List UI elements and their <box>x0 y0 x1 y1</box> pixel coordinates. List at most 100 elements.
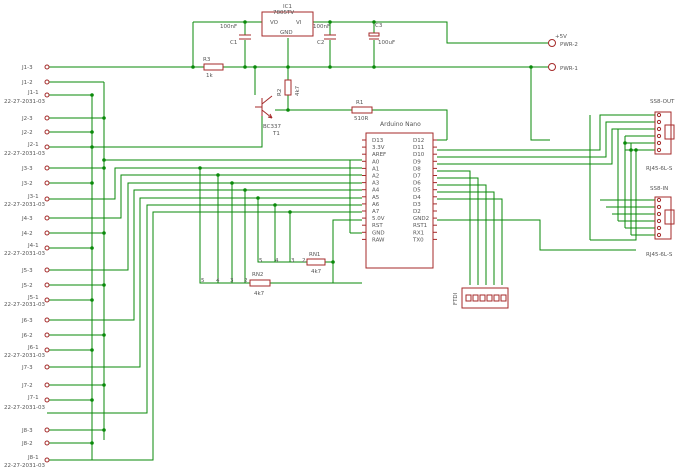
arduino-nano: Arduino Nano D133.3VAREFA0A1A2A3A4A5A6A7… <box>362 121 437 269</box>
arduino-pin-left: A1 <box>372 166 379 172</box>
svg-text:4k7: 4k7 <box>254 291 265 297</box>
capacitor-c3: C3 100uF <box>368 23 395 46</box>
svg-text:J8-2: J8-2 <box>21 441 33 447</box>
arduino-pin-right: GND2 <box>413 216 429 222</box>
arduino-pin-left: AREF <box>372 152 386 158</box>
ftdi-pin <box>500 294 507 302</box>
svg-text:J5-1: J5-1 <box>27 295 39 301</box>
svg-text:5: 5 <box>259 258 263 264</box>
svg-text:J7-1: J7-1 <box>27 395 39 401</box>
connector-j8: J8-3 J8-2 J8-1 22-27-2031-03 <box>4 427 50 469</box>
arduino-pin-left: 3.3V <box>372 145 385 151</box>
arduino-pin-right: RX1 <box>413 230 424 236</box>
svg-text:4: 4 <box>216 278 220 284</box>
svg-text:4k7: 4k7 <box>295 85 301 96</box>
arduino-pin-left: RST <box>372 223 383 229</box>
svg-text:J3-2: J3-2 <box>21 181 33 187</box>
arduino-pin-left: A7 <box>372 209 380 215</box>
rj45-pin <box>656 211 662 217</box>
svg-text:BC337: BC337 <box>263 124 282 130</box>
connector-j7: J7-3 J7-2 J7-1 22-27-2031-03 <box>4 364 50 411</box>
connector-j3: J3-3 J3-2 J3-1 22-27-2031-03 <box>4 165 50 208</box>
svg-text:RJ45-6L-S: RJ45-6L-S <box>646 252 673 258</box>
ftdi-pin <box>493 294 500 302</box>
svg-text:VO: VO <box>270 20 279 26</box>
svg-text:22-27-2031-03: 22-27-2031-03 <box>4 302 45 308</box>
rj45-pin <box>656 204 662 210</box>
rj45-pin <box>656 112 662 118</box>
svg-text:22-27-2031-03: 22-27-2031-03 <box>4 251 45 257</box>
svg-text:RJ45-6L-S: RJ45-6L-S <box>646 166 673 172</box>
rj45-pin <box>656 126 662 132</box>
rj45-out: SS8-OUT RJ45-6L-S <box>646 99 675 172</box>
voltage-regulator-ic1: IC1 7805TV VO VI GND <box>261 4 314 37</box>
rj45-in: SS8-IN RJ45-6L-S <box>646 186 675 258</box>
plus5v-label: +5V <box>555 34 567 40</box>
svg-text:VI: VI <box>296 20 302 26</box>
rj45-pin <box>656 140 662 146</box>
svg-text:22-27-2031-03: 22-27-2031-03 <box>4 405 45 411</box>
rj45-pin <box>656 232 662 238</box>
capacitor-c2: 100nF C2 <box>313 24 336 46</box>
ic1-part: 7805TV <box>273 10 294 16</box>
ftdi-header: FTDI <box>453 287 509 309</box>
arduino-pin-right: D2 <box>413 209 421 215</box>
svg-text:FTDI: FTDI <box>453 292 459 305</box>
resistor-r1: R1 510R <box>351 100 373 122</box>
capacitor-c1: 100nF C1 <box>220 24 251 46</box>
arduino-pin-left: A6 <box>372 202 380 208</box>
arduino-pin-right: D10 <box>413 152 425 158</box>
rj45-pin <box>656 147 662 153</box>
svg-text:SS8-IN: SS8-IN <box>650 186 668 192</box>
svg-text:5: 5 <box>201 278 205 284</box>
arduino-pin-right: D9 <box>413 159 421 165</box>
arduino-pin-left: 5.0V <box>372 216 385 222</box>
svg-text:C2: C2 <box>317 40 324 46</box>
resistor-r3: R3 1k <box>203 57 224 79</box>
svg-text:J6-3: J6-3 <box>21 318 33 324</box>
arduino-pin-right: TX0 <box>412 237 424 243</box>
arduino-title: Arduino Nano <box>380 121 421 128</box>
arduino-pin-left: A5 <box>372 195 380 201</box>
svg-text:J2-1: J2-1 <box>27 142 39 148</box>
resistor-network-rn1: RN1 4k7 5 4 3 2 <box>259 252 326 275</box>
arduino-pin-left: A0 <box>372 159 380 165</box>
svg-text:J3-1: J3-1 <box>27 194 39 200</box>
arduino-pin-right: D6 <box>413 181 421 187</box>
svg-text:C1: C1 <box>230 40 237 46</box>
svg-text:22-27-2031-03: 22-27-2031-03 <box>4 353 45 359</box>
svg-text:J4-2: J4-2 <box>21 231 33 237</box>
svg-text:J2-2: J2-2 <box>21 130 33 136</box>
arduino-pin-left: D13 <box>372 138 384 144</box>
transistor-t1: BC337 T1 <box>255 95 282 137</box>
svg-text:3: 3 <box>230 278 234 284</box>
j1-3-label: J1-3 <box>21 65 33 71</box>
svg-text:J8-1: J8-1 <box>27 455 39 461</box>
rj45-pin <box>656 119 662 125</box>
svg-text:SS8-OUT: SS8-OUT <box>650 99 675 105</box>
arduino-pin-left: A4 <box>372 188 380 194</box>
resistor-network-rn2: RN2 4k7 5 4 3 2 <box>201 272 271 297</box>
svg-text:22-27-2031-03: 22-27-2031-03 <box>4 463 45 469</box>
rj45-pin <box>656 133 662 139</box>
svg-text:C3: C3 <box>375 23 383 29</box>
arduino-pin-right: RST1 <box>413 223 427 229</box>
arduino-pin-right: D5 <box>413 188 421 194</box>
svg-text:J5-3: J5-3 <box>21 268 33 274</box>
svg-text:J4-1: J4-1 <box>27 243 39 249</box>
arduino-pin-left: A2 <box>372 174 379 180</box>
arduino-pin-right: D8 <box>413 166 421 172</box>
svg-text:100uF: 100uF <box>378 40 395 46</box>
svg-text:GND: GND <box>280 30 293 36</box>
svg-text:RN1: RN1 <box>309 252 320 258</box>
svg-text:100nF: 100nF <box>313 24 330 30</box>
svg-text:4: 4 <box>275 258 279 264</box>
svg-text:J6-1: J6-1 <box>27 345 39 351</box>
connector-j5: J5-3 J5-2 J5-1 22-27-2031-03 <box>4 267 50 308</box>
connector-j2: J2-3 J2-2 J2-1 22-27-2031-03 <box>4 115 50 157</box>
j1-1-label: J1-1 <box>27 90 39 96</box>
